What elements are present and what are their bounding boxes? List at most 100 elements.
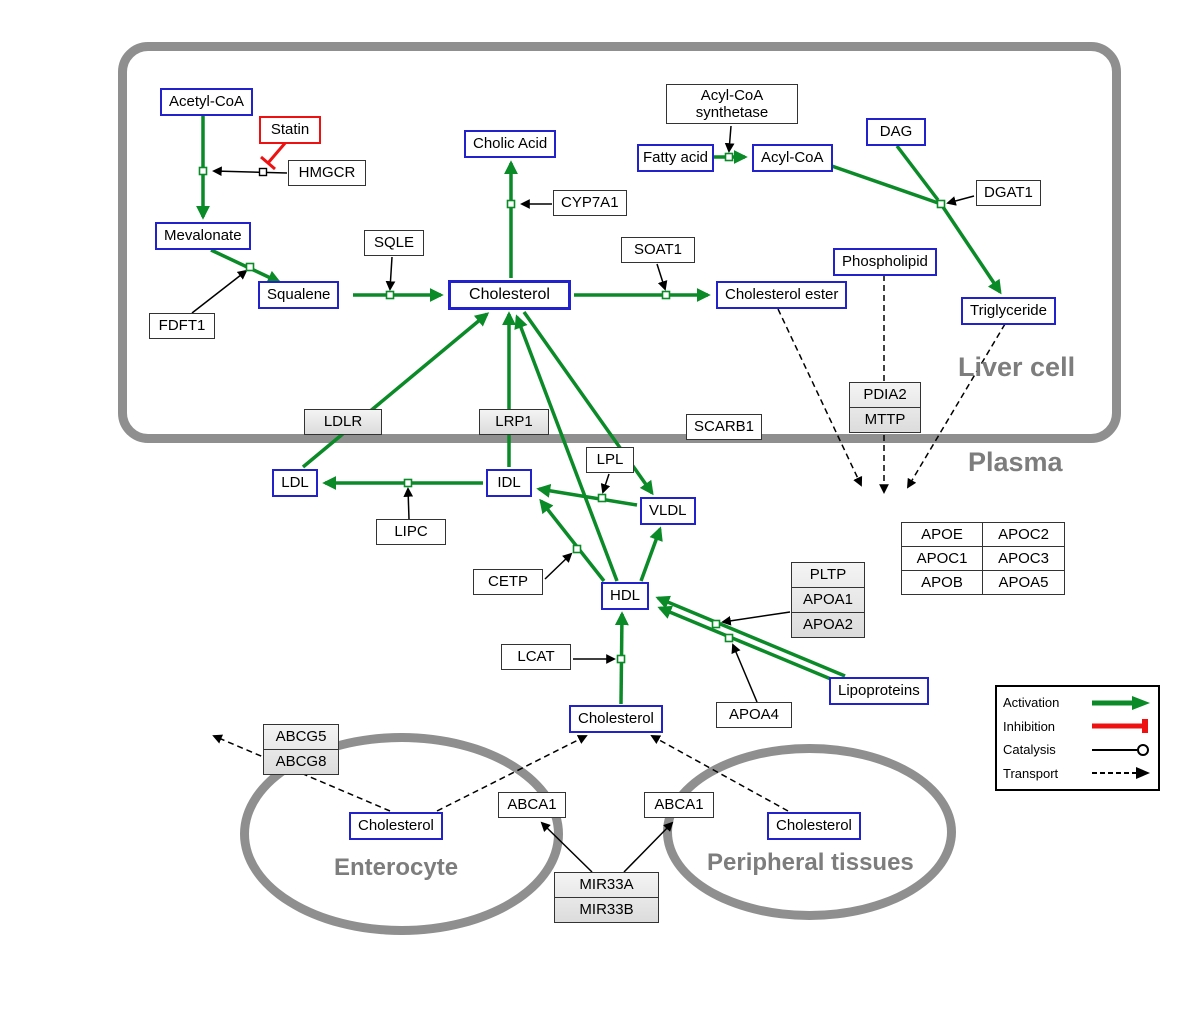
pdia2-label[interactable]: PDIA2 [863, 386, 907, 403]
cat-apoa1-apoa2 [721, 611, 791, 626]
anchor [597, 493, 607, 503]
apoe-label[interactable]: APOE [902, 523, 983, 547]
node-lpl[interactable]: LPL [586, 447, 634, 473]
node-pltp-apoa-stack[interactable]: PLTP APOA1 APOA2 [791, 562, 865, 638]
node-ldl[interactable]: LDL [272, 469, 318, 497]
node-phospholipid[interactable]: Phospholipid [833, 248, 937, 276]
anchor [506, 199, 516, 209]
apoc2-label[interactable]: APOC2 [983, 523, 1064, 547]
apoc1-label[interactable]: APOC1 [902, 547, 983, 571]
mir33a-label[interactable]: MIR33A [579, 876, 634, 893]
anchor [385, 290, 395, 300]
edge-ldl-cholesterol [301, 312, 490, 469]
node-squalene[interactable]: Squalene [258, 281, 340, 309]
cat-soat1 [656, 263, 668, 291]
legend-catalysis-label: Catalysis [1003, 742, 1056, 758]
anchor [572, 544, 582, 554]
node-hdl[interactable]: HDL [601, 582, 649, 610]
mir33b-label[interactable]: MIR33B [555, 897, 658, 922]
abcg8-label[interactable]: ABCG8 [264, 749, 338, 774]
node-scarb1[interactable]: SCARB1 [686, 414, 763, 440]
cat-hmgcr [212, 166, 288, 177]
node-cholesterol-ester[interactable]: Cholesterol ester [716, 281, 848, 309]
pltp-label[interactable]: PLTP [809, 566, 847, 583]
node-acyl-coa-synthetase[interactable]: Acyl-CoA synthetase [666, 84, 798, 124]
enterocyte-label: Enterocyte [334, 854, 459, 881]
node-hmgcr[interactable]: HMGCR [288, 160, 366, 186]
node-acetyl-coa[interactable]: Acetyl-CoA [160, 88, 254, 116]
edge-mevalonate-squalene [210, 248, 282, 284]
inh-statin-line [266, 141, 288, 164]
anchor [936, 199, 946, 209]
tra-cholesterolester-plasma [777, 308, 863, 487]
transport-dashed-arrow-icon [1092, 767, 1150, 780]
node-abca1-right[interactable]: ABCA1 [644, 792, 714, 818]
liver-cell-label: Liver cell [958, 352, 1076, 382]
cat-acylcoa-synthetase [724, 125, 735, 153]
node-abcg-stack[interactable]: ABCG5 ABCG8 [263, 724, 339, 775]
acyl-coa-synthetase-line2: synthetase [695, 104, 769, 121]
edge-lipoproteins-hdl-lower [657, 605, 863, 694]
cat-dgat1 [946, 195, 975, 206]
apoa1-label[interactable]: APOA1 [792, 587, 864, 612]
node-cholic-acid[interactable]: Cholic Acid [464, 130, 557, 158]
node-mevalonate[interactable]: Mevalonate [155, 222, 251, 250]
abcg5-label[interactable]: ABCG5 [275, 728, 327, 745]
node-statin[interactable]: Statin [259, 116, 321, 144]
apoa2-label[interactable]: APOA2 [792, 612, 864, 637]
edge-hdl-vldl [639, 526, 663, 582]
node-lipc[interactable]: LIPC [376, 519, 446, 545]
node-idl[interactable]: IDL [486, 469, 532, 497]
node-cholesterol-enterocyte[interactable]: Cholesterol [349, 812, 443, 840]
apoc3-label[interactable]: APOC3 [983, 547, 1064, 571]
tra-enterocyte-plasma [436, 735, 588, 812]
mttp-label[interactable]: MTTP [850, 407, 920, 432]
node-cetp[interactable]: CETP [473, 569, 543, 595]
node-dgat1[interactable]: DGAT1 [976, 180, 1041, 206]
ldlr-label: LDLR [323, 413, 363, 430]
node-sqle[interactable]: SQLE [364, 230, 424, 256]
anchor [198, 166, 208, 176]
node-lcat[interactable]: LCAT [501, 644, 571, 670]
node-mir33-stack[interactable]: MIR33A MIR33B [554, 872, 659, 923]
legend-activation-label: Activation [1003, 695, 1060, 711]
edge-hdl-cholesterol [514, 314, 619, 582]
node-fatty-acid[interactable]: Fatty acid [637, 144, 715, 172]
anchor [403, 478, 413, 488]
node-cholesterol-peripheral[interactable]: Cholesterol [767, 812, 861, 840]
node-fdft1[interactable]: FDFT1 [149, 313, 215, 339]
apoa5-label[interactable]: APOA5 [998, 574, 1049, 591]
legend: Activation Inhibition Catalysis Transpor… [995, 685, 1160, 791]
node-cholesterol-plasma[interactable]: Cholesterol [569, 705, 663, 733]
edge-acylcoa-junction [825, 162, 942, 206]
cat-mir33-abca1-left [540, 821, 593, 873]
node-lrp1[interactable]: LRP1 [479, 409, 549, 435]
node-acyl-coa[interactable]: Acyl-CoA [752, 144, 833, 172]
apo-table[interactable]: APOE APOC2 APOC1 APOC3 APOB APOA5 [901, 522, 1065, 595]
plasma-label: Plasma [968, 447, 1063, 477]
node-apoa4[interactable]: APOA4 [716, 702, 792, 728]
tra-peripheral-plasma [650, 735, 789, 812]
enterocyte-compartment [240, 733, 563, 935]
node-lipoproteins[interactable]: Lipoproteins [829, 677, 929, 705]
node-ldlr[interactable]: LDLR [304, 409, 382, 435]
cat-lipc [403, 487, 414, 520]
node-cyp7a1[interactable]: CYP7A1 [553, 190, 627, 216]
legend-catalysis-row: Catalysis [1003, 739, 1152, 761]
node-vldl[interactable]: VLDL [640, 497, 696, 525]
node-pdia2-mttp[interactable]: PDIA2 MTTP [849, 382, 921, 433]
node-triglyceride[interactable]: Triglyceride [961, 297, 1056, 325]
apob-label[interactable]: APOB [902, 571, 983, 594]
node-soat1[interactable]: SOAT1 [621, 237, 695, 263]
node-dag[interactable]: DAG [866, 118, 926, 146]
catalysis-edges [191, 125, 975, 873]
anchor-catalysis [258, 167, 268, 177]
legend-transport-label: Transport [1003, 765, 1059, 781]
legend-inhibition-row: Inhibition [1003, 715, 1152, 737]
node-abca1-left[interactable]: ABCA1 [498, 792, 566, 818]
anchor [724, 152, 734, 162]
node-cholesterol-liver[interactable]: Cholesterol [448, 280, 571, 310]
liver-cell-compartment [118, 42, 1121, 443]
cat-mir33-abca1-right [623, 821, 674, 873]
lrp1-label: LRP1 [495, 413, 533, 430]
